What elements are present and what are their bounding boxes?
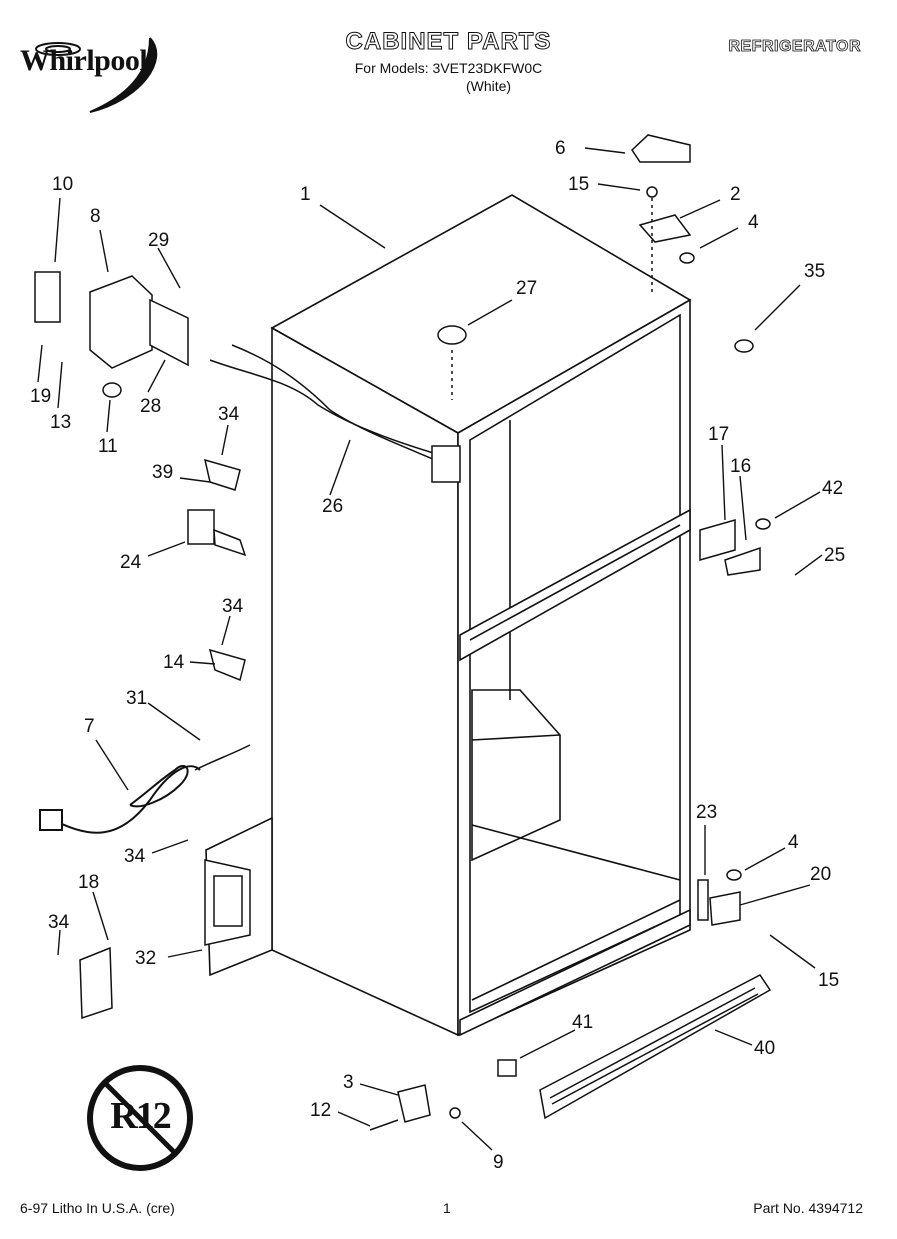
callout-40: 40 xyxy=(754,1038,776,1059)
brand-logo-text: Whirlpool xyxy=(20,44,148,77)
whirlpool-swirl-logo xyxy=(35,37,158,113)
callout-4: 4 xyxy=(748,212,759,233)
callout-1: 1 xyxy=(300,184,311,205)
part-8-control-box xyxy=(34,271,189,398)
callout-9: 9 xyxy=(493,1152,504,1173)
part-32-bracket xyxy=(204,859,251,946)
part-27-plug xyxy=(437,325,467,400)
callout-34: 34 xyxy=(218,404,240,425)
part-7-power-cord xyxy=(39,765,201,834)
callout-34: 34 xyxy=(222,596,244,617)
callout-28: 28 xyxy=(140,396,162,417)
callout-11: 11 xyxy=(98,436,118,457)
callout-15: 15 xyxy=(568,174,590,195)
callout-26: 26 xyxy=(322,496,344,517)
callout-34: 34 xyxy=(124,846,146,867)
callout-25: 25 xyxy=(824,545,846,566)
models-line: For Models: 3VET23DKFW0C xyxy=(354,60,543,76)
callout-10: 10 xyxy=(52,174,74,195)
part-40-base-grille xyxy=(539,974,772,1120)
callout-34: 34 xyxy=(48,912,70,933)
callout-4: 4 xyxy=(788,832,799,853)
callout-16: 16 xyxy=(730,456,752,477)
callout-41: 41 xyxy=(572,1012,594,1033)
part-18-cover xyxy=(79,946,113,1020)
part-2-hinge xyxy=(638,186,695,295)
callout-23: 23 xyxy=(696,802,718,823)
callout-32: 32 xyxy=(135,948,157,969)
page-title: CABINET PARTS xyxy=(345,28,552,56)
callout-19: 19 xyxy=(30,386,52,407)
footer-litho: 6-97 Litho In U.S.A. (cre) xyxy=(20,1200,175,1216)
r12-badge xyxy=(87,1065,193,1171)
callout-35: 35 xyxy=(804,261,826,282)
color-line: (White) xyxy=(465,78,512,94)
callout-24: 24 xyxy=(120,552,142,573)
callout-7: 7 xyxy=(84,716,95,737)
callout-leaders xyxy=(37,147,823,1151)
callout-3: 3 xyxy=(343,1072,354,1093)
part-3-roller xyxy=(369,1084,461,1131)
category-label: REFRIGERATOR xyxy=(728,38,861,56)
footer-part-number: Part No. 4394712 xyxy=(753,1200,863,1216)
callout-18: 18 xyxy=(78,872,100,893)
callout-14: 14 xyxy=(163,652,185,673)
callout-2: 2 xyxy=(730,184,741,205)
r12-badge-text: R12 xyxy=(110,1095,171,1137)
callout-15: 15 xyxy=(818,970,840,991)
small-brackets xyxy=(187,458,771,771)
callout-8: 8 xyxy=(90,206,101,227)
part-20-hinge-lower xyxy=(697,869,742,926)
callout-29: 29 xyxy=(148,230,170,251)
callout-13: 13 xyxy=(50,412,72,433)
callout-12: 12 xyxy=(310,1100,332,1121)
callout-6: 6 xyxy=(555,138,566,159)
part-41-clip xyxy=(497,1059,517,1077)
refrigerator-cabinet xyxy=(205,194,692,1037)
callout-39: 39 xyxy=(152,462,174,483)
callout-27: 27 xyxy=(516,278,538,299)
part-35-cap xyxy=(734,339,754,353)
callout-42: 42 xyxy=(822,478,844,499)
callout-20: 20 xyxy=(810,864,832,885)
part-6-hinge-cover xyxy=(631,134,691,163)
callout-17: 17 xyxy=(708,424,730,445)
part-26-wiring-harness xyxy=(209,344,461,483)
footer-page-number: 1 xyxy=(443,1200,451,1216)
callout-31: 31 xyxy=(126,688,148,709)
